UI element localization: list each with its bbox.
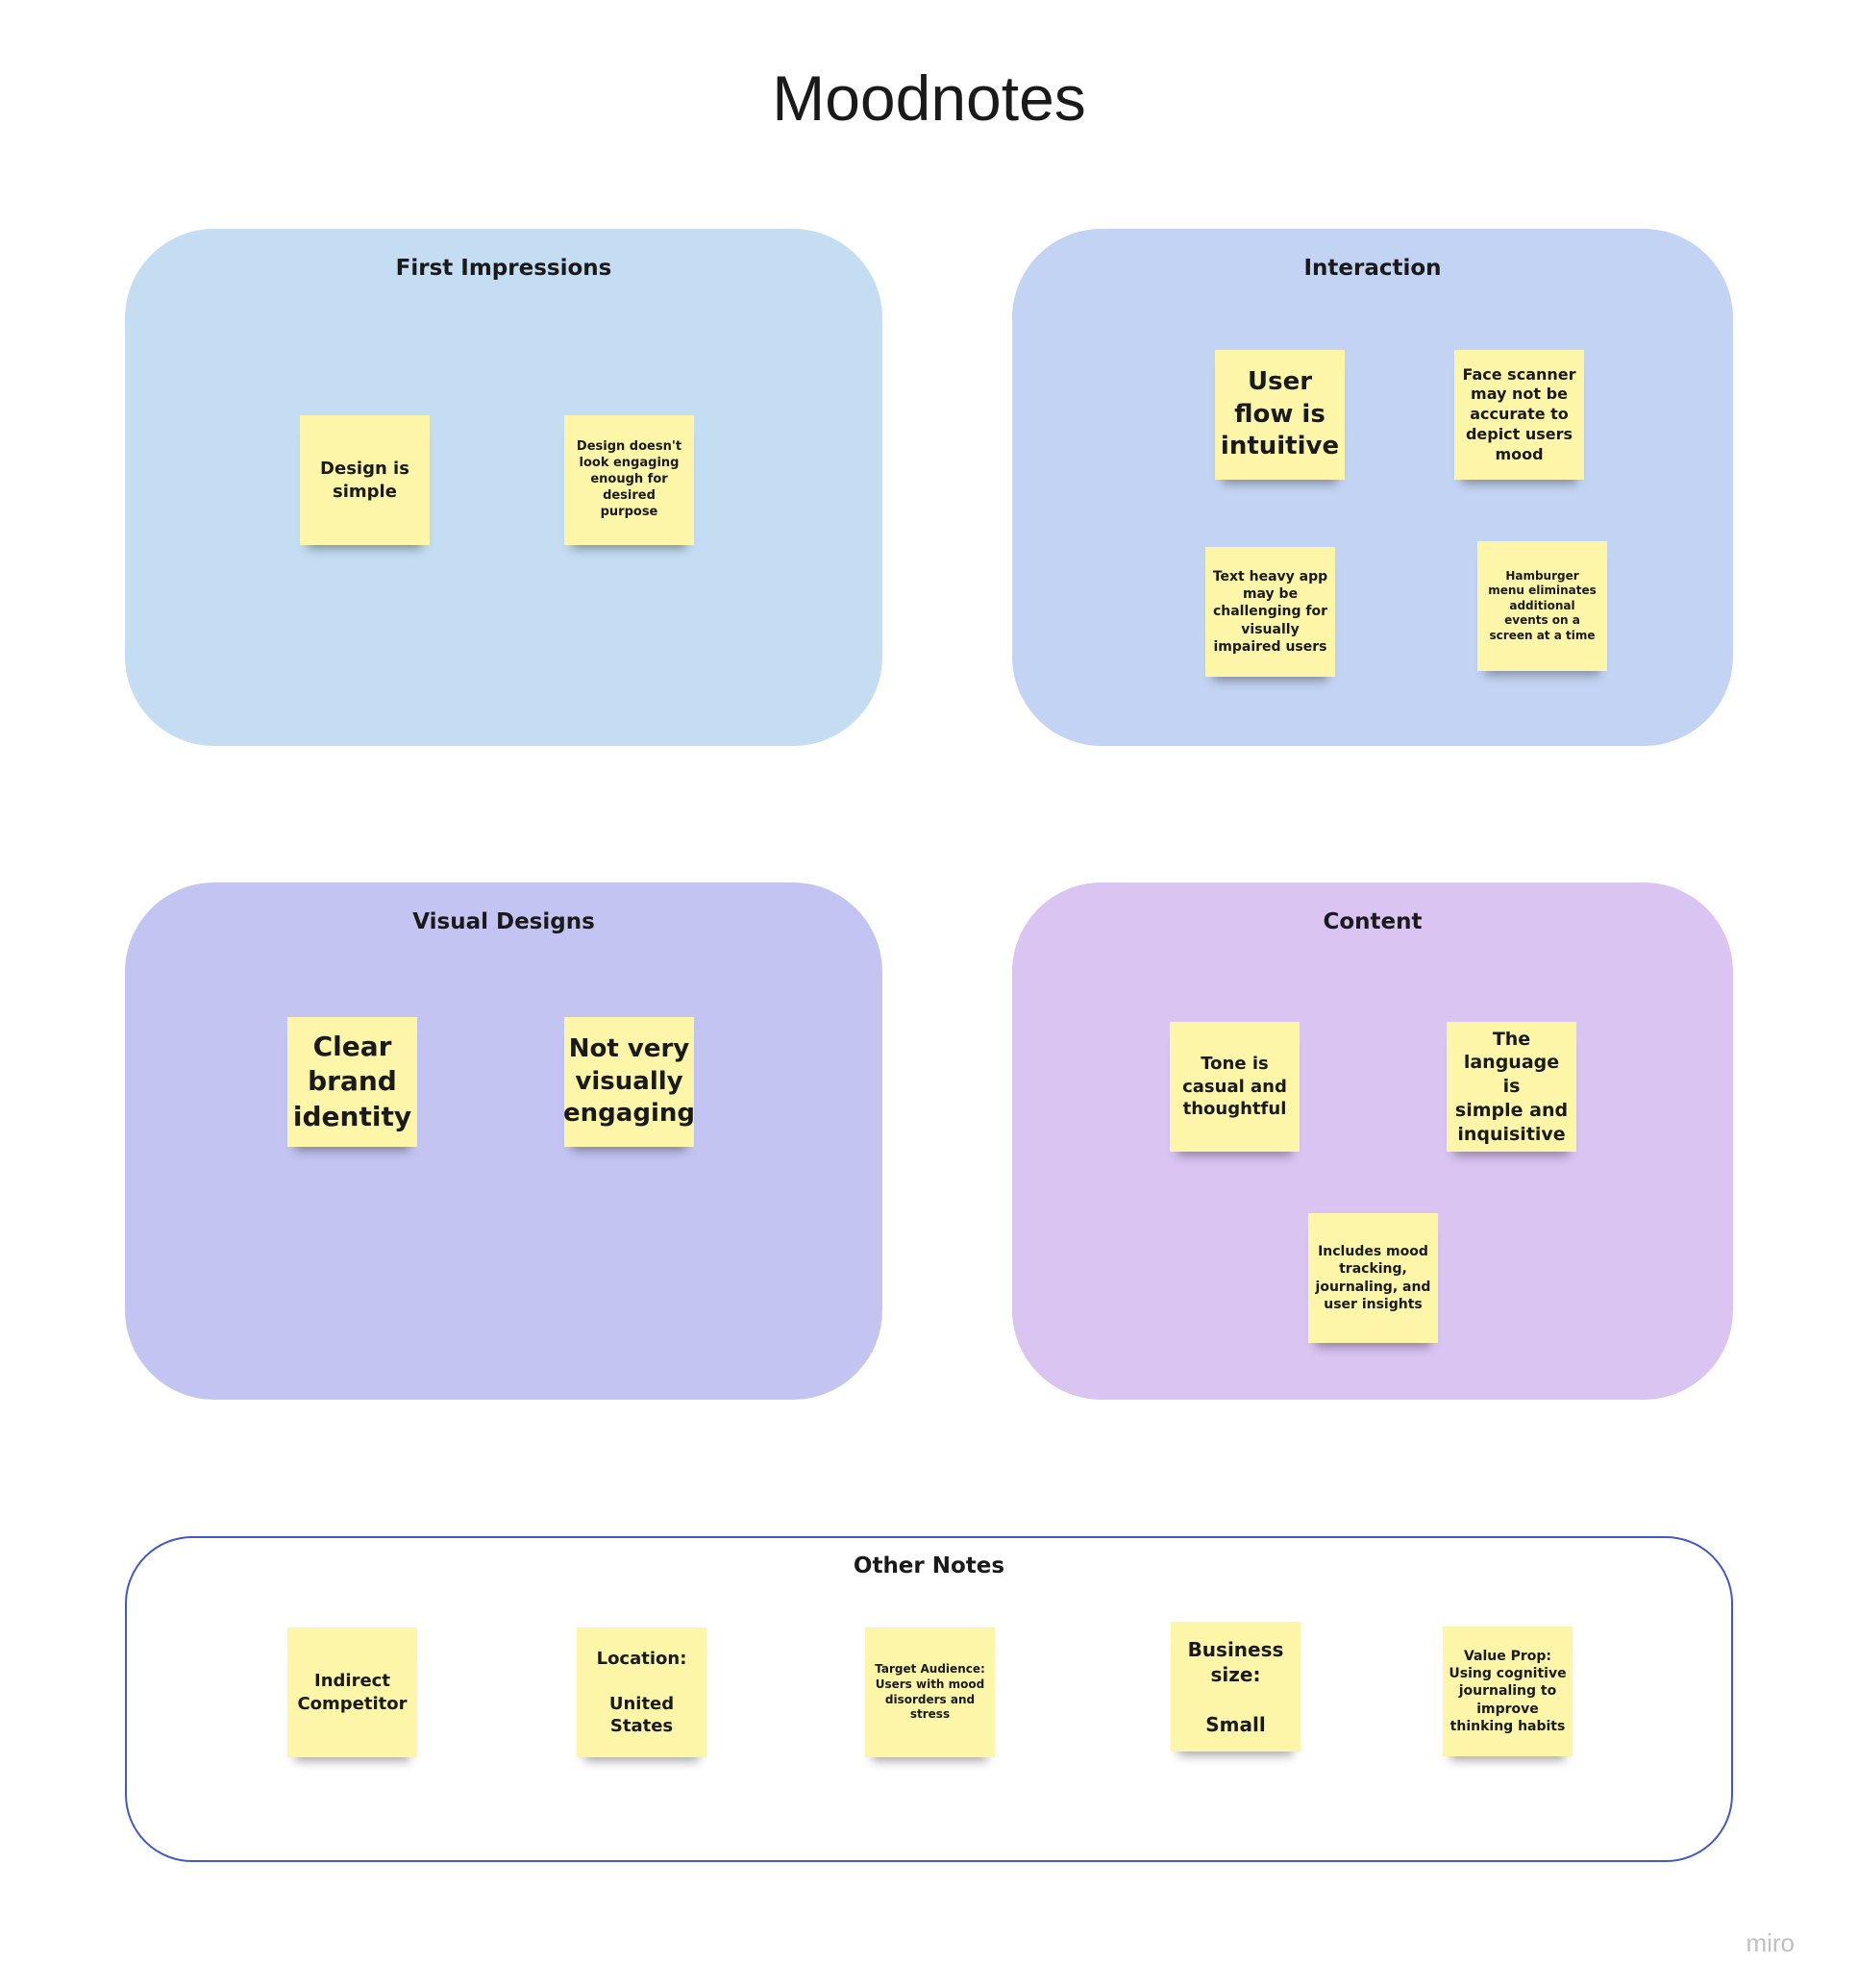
sticky-note[interactable]: Value Prop: Using cognitive journaling t… <box>1443 1627 1573 1756</box>
area-first-impressions: First Impressions <box>125 229 882 746</box>
sticky-note[interactable]: Target Audience: Users with mood disorde… <box>865 1628 995 1757</box>
area-interaction: Interaction <box>1012 229 1733 746</box>
sticky-note[interactable]: Includes mood tracking, journaling, and … <box>1308 1213 1438 1343</box>
sticky-note[interactable]: Design is simple <box>300 415 430 545</box>
sticky-note[interactable]: User flow is intuitive <box>1215 350 1345 480</box>
area-title: First Impressions <box>395 256 612 281</box>
area-title: Other Notes <box>853 1553 1005 1578</box>
board-title: Moodnotes <box>772 62 1086 134</box>
sticky-note[interactable]: Hamburger menu eliminates additional eve… <box>1477 541 1607 671</box>
miro-logo: miro <box>1746 1928 1795 1957</box>
area-visual-designs: Visual Designs <box>125 882 882 1400</box>
sticky-note[interactable]: The language is simple and inquisitive <box>1447 1022 1576 1152</box>
area-title: Interaction <box>1303 256 1442 281</box>
sticky-note[interactable]: Design doesn't look engaging enough for … <box>564 415 694 545</box>
sticky-note[interactable]: Not very visually engaging <box>563 1017 695 1147</box>
sticky-note[interactable]: Location: United States <box>577 1628 706 1757</box>
sticky-note[interactable]: Clear brand identity <box>287 1017 417 1147</box>
sticky-note[interactable]: Face scanner may not be accurate to depi… <box>1454 350 1584 480</box>
area-title: Content <box>1323 909 1423 934</box>
sticky-note[interactable]: Text heavy app may be challenging for vi… <box>1205 547 1335 677</box>
sticky-note[interactable]: Business size: Small <box>1171 1622 1301 1752</box>
area-title: Visual Designs <box>412 909 595 934</box>
sticky-note[interactable]: Indirect Competitor <box>287 1628 417 1757</box>
sticky-note[interactable]: Tone is casual and thoughtful <box>1170 1022 1300 1152</box>
